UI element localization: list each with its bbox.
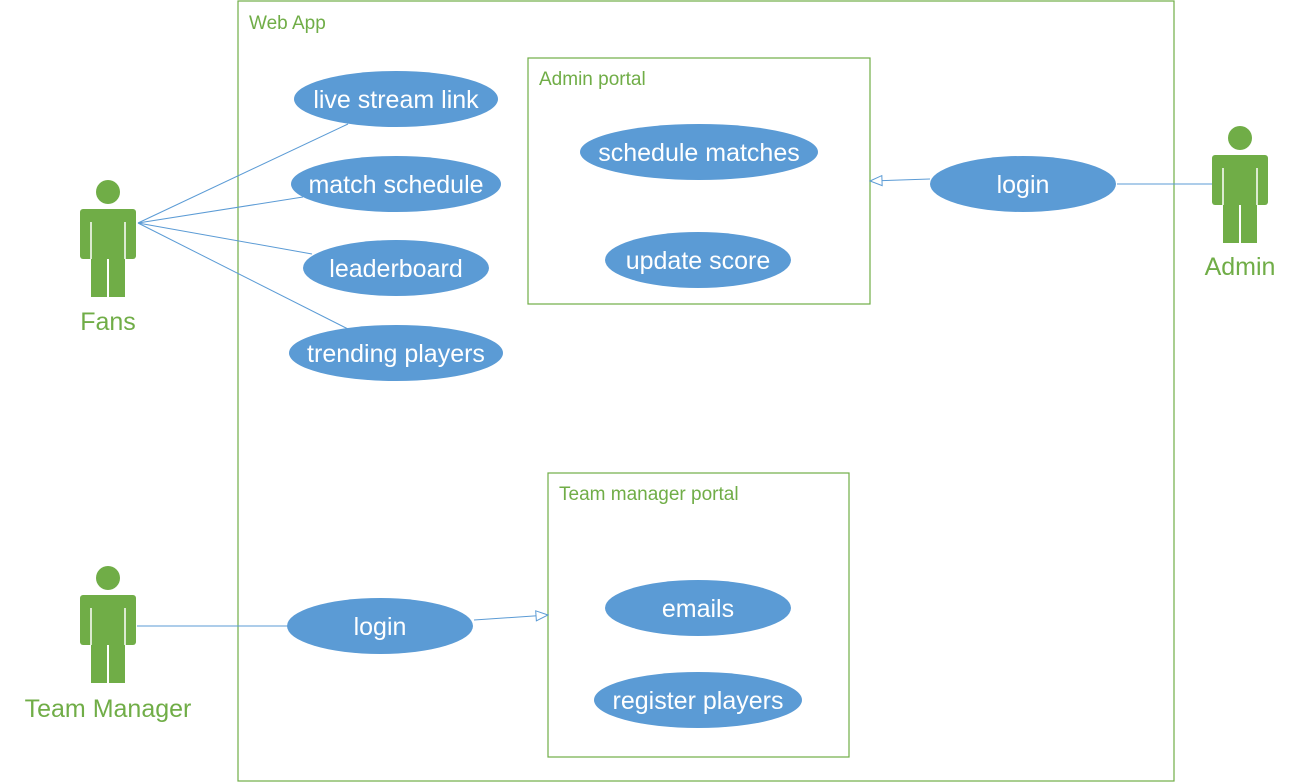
usecase-label: trending players	[307, 340, 485, 368]
actor-admin[interactable]: Admin	[1205, 126, 1276, 281]
usecase-update-score[interactable]: update score	[605, 232, 791, 288]
usecase-label: emails	[662, 595, 734, 623]
fans-to-live-stream-line	[137, 123, 349, 224]
team-portal-title: Team manager portal	[559, 484, 739, 505]
usecase-label: register players	[613, 687, 784, 715]
fans-to-match-schedule-line	[137, 196, 304, 224]
usecase-label: login	[354, 613, 407, 641]
web-app-boundary	[237, 0, 1175, 782]
usecase-admin-login[interactable]: login	[930, 156, 1116, 212]
fans-associations	[137, 123, 349, 330]
usecase-label: login	[997, 171, 1050, 199]
actor-fans[interactable]: Fans	[80, 180, 136, 336]
actor-label: Fans	[80, 308, 136, 336]
usecase-label: match schedule	[308, 171, 483, 199]
usecase-team-login[interactable]: login	[287, 598, 473, 654]
usecase-leaderboard[interactable]: leaderboard	[303, 240, 489, 296]
fans-to-trending-line	[137, 222, 349, 330]
usecase-live-stream-link[interactable]: live stream link	[294, 71, 498, 127]
actor-label: Admin	[1205, 253, 1276, 281]
usecase-label: schedule matches	[598, 139, 800, 167]
usecase-label: update score	[626, 247, 771, 275]
web-app-title: Web App	[249, 13, 326, 34]
usecase-label: live stream link	[313, 86, 479, 114]
actor-team-manager[interactable]: Team Manager	[25, 566, 192, 723]
stick-figure-icon	[1212, 126, 1268, 243]
usecase-register-players[interactable]: register players	[594, 672, 802, 728]
admin-portal-title: Admin portal	[539, 69, 646, 90]
usecase-label: leaderboard	[329, 255, 462, 283]
team-login-to-portal-arrow	[473, 615, 548, 620]
stick-figure-icon	[80, 180, 136, 297]
actor-label: Team Manager	[25, 695, 192, 723]
stick-figure-icon	[80, 566, 136, 683]
fans-to-leaderboard-line	[137, 222, 313, 255]
admin-login-to-portal-arrow	[870, 179, 931, 181]
usecase-match-schedule[interactable]: match schedule	[291, 156, 501, 212]
usecase-emails[interactable]: emails	[605, 580, 791, 636]
usecase-trending-players[interactable]: trending players	[289, 325, 503, 381]
usecase-schedule-matches[interactable]: schedule matches	[580, 124, 818, 180]
